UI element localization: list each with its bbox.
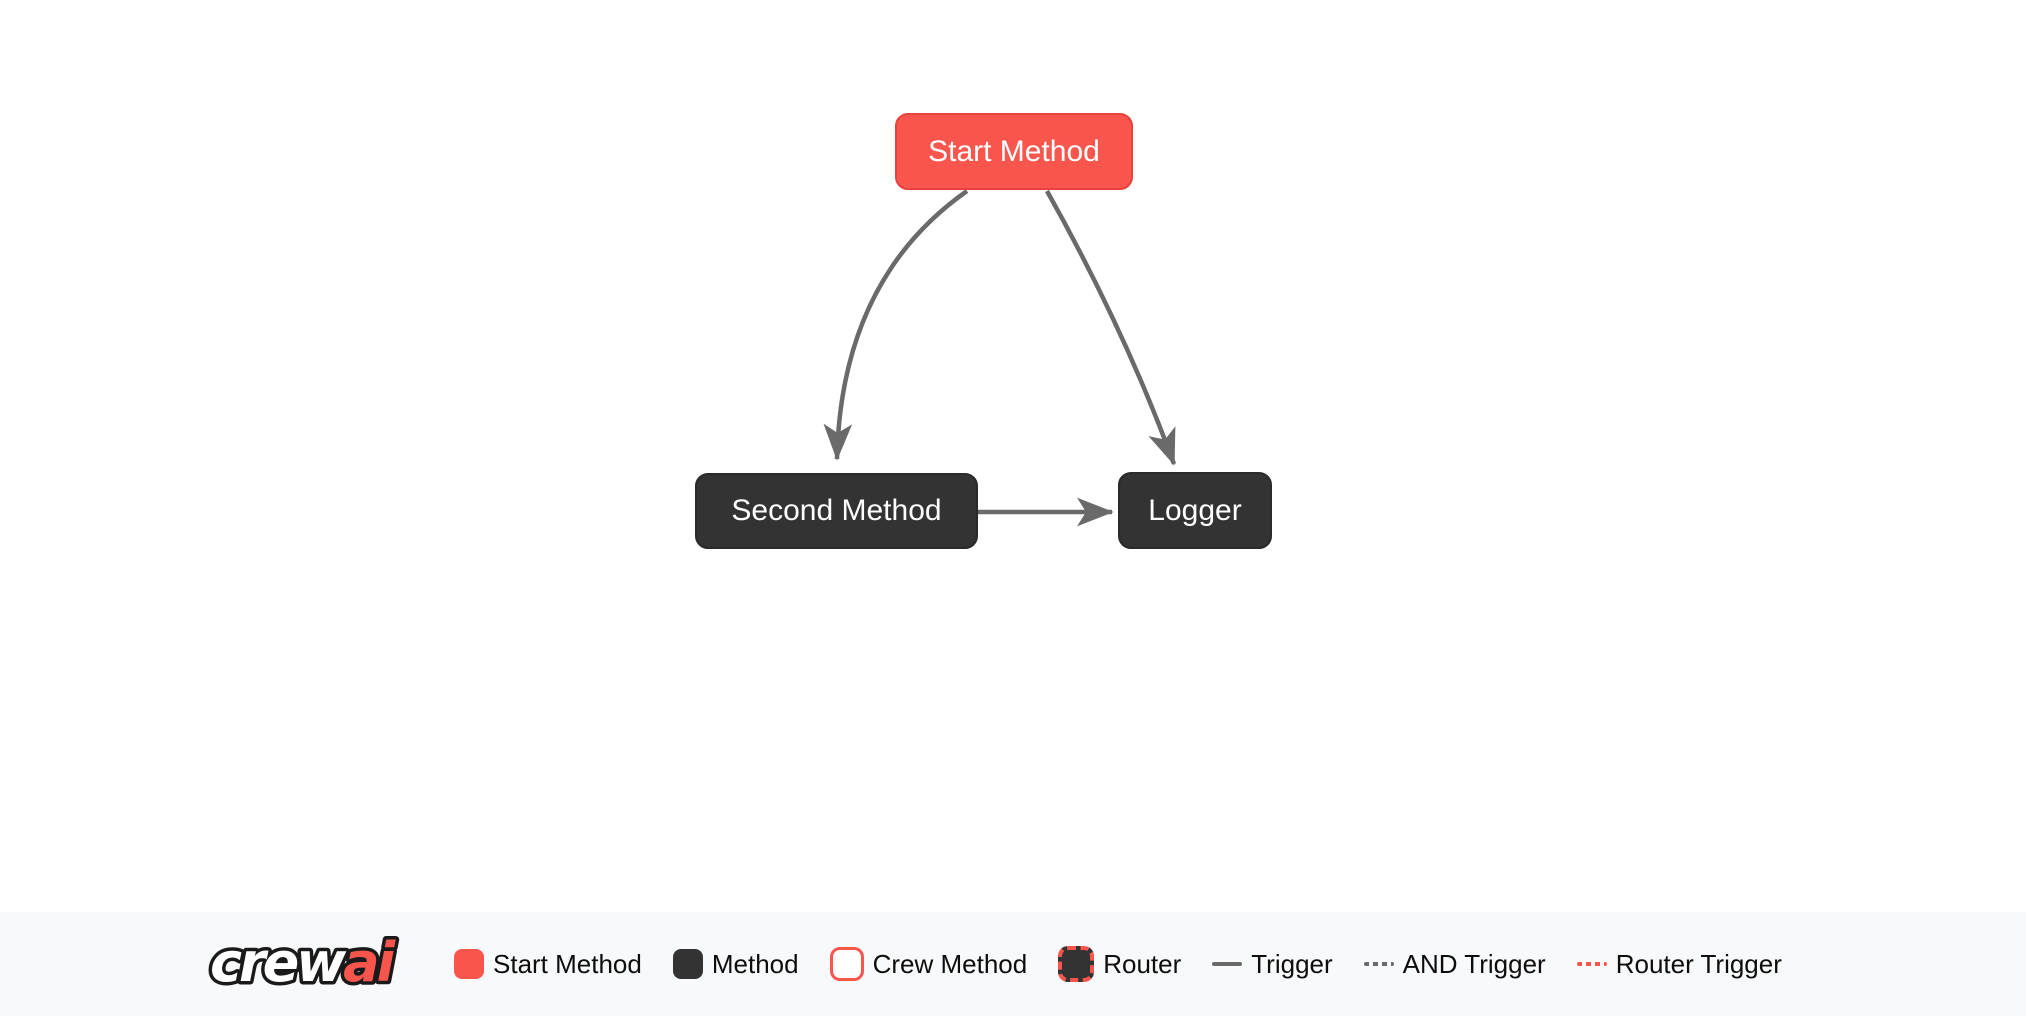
trigger-line-swatch [1212, 962, 1243, 966]
legend-label: Router [1103, 949, 1182, 979]
router-trigger-line-swatch [1576, 962, 1607, 966]
edge-layer [823, 189, 1177, 527]
legend-label: Crew Method [872, 949, 1028, 979]
legend-item-trigger: Trigger [1212, 949, 1333, 979]
and-trigger-line-swatch [1363, 962, 1394, 966]
start-method-swatch [454, 949, 484, 979]
crew-method-swatch [829, 947, 864, 981]
crewai-logo: crewai [205, 928, 423, 1000]
node-second-method[interactable]: Second Method [695, 473, 978, 549]
crewai-logo-text: crewai [210, 931, 397, 994]
legend-label: Router Trigger [1615, 949, 1782, 979]
legend-label: Method [711, 949, 799, 979]
edge-start-to-logger [1045, 189, 1177, 466]
legend-label: Trigger [1251, 949, 1333, 979]
flow-canvas[interactable]: Start Method Second Method Logger [0, 0, 2026, 912]
legend-item-router-trigger: Router Trigger [1576, 949, 1782, 979]
legend-item-and-trigger: AND Trigger [1363, 949, 1546, 979]
legend-label: Start Method [493, 949, 642, 979]
router-swatch [1058, 946, 1095, 982]
node-logger[interactable]: Logger [1118, 472, 1272, 549]
legend-item-method: Method [672, 949, 799, 979]
legend-bar: crewai Start Method Method Crew Method R… [0, 912, 2026, 1016]
legend-item-crew-method: Crew Method [829, 947, 1028, 981]
node-start-method[interactable]: Start Method [895, 113, 1133, 190]
legend-label: AND Trigger [1402, 949, 1546, 979]
legend-item-router: Router [1058, 946, 1181, 982]
method-swatch [672, 949, 703, 979]
legend-item-start-method: Start Method [454, 949, 642, 979]
edge-start-to-second [823, 189, 969, 461]
